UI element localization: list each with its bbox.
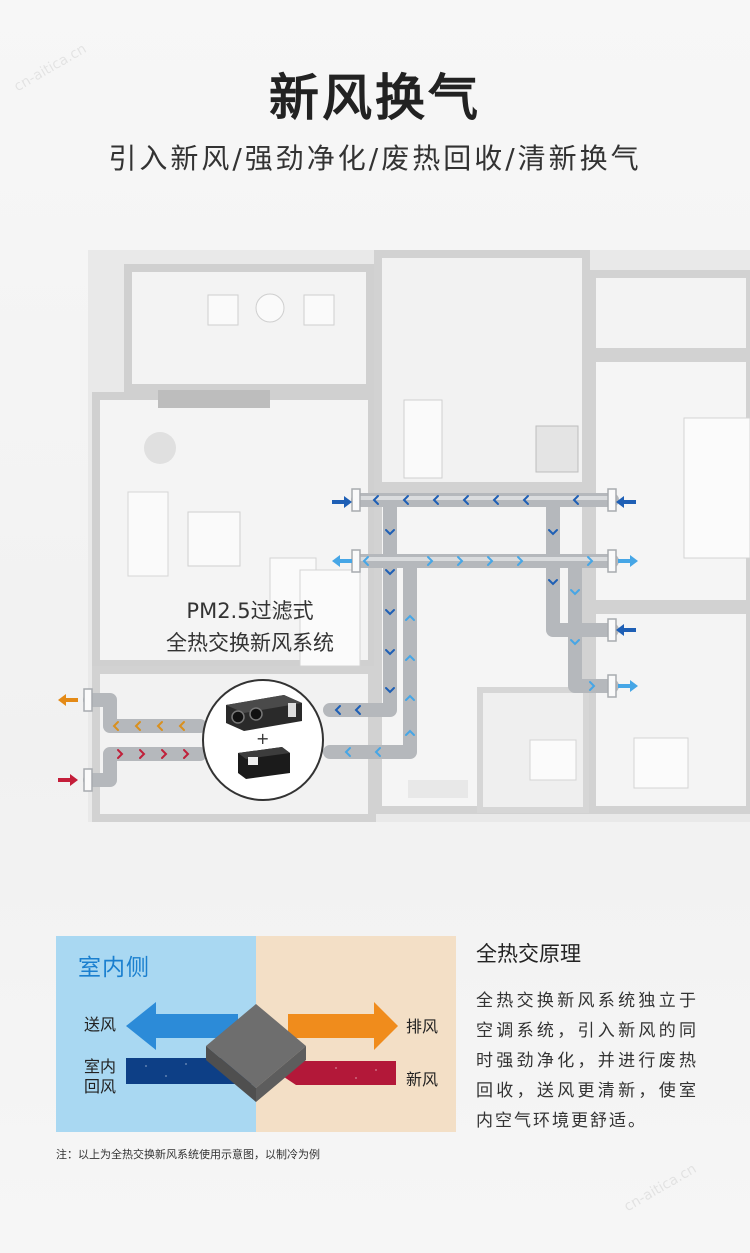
ventilator-unit-image xyxy=(226,695,302,779)
page-title: 新风换气 xyxy=(269,69,481,127)
principle-description: 全热交换新风系统独立于空调系统，引入新风的同时强劲净化，并进行废热回收，送风更清… xyxy=(476,991,698,1131)
principle-title: 全热交原理 xyxy=(476,942,581,966)
send-air-label: 送风 xyxy=(84,1015,117,1034)
plus-sign: + xyxy=(256,729,270,748)
unit-callout xyxy=(202,679,324,801)
return-air-line1: 室内 xyxy=(84,1057,117,1076)
return-air-line2: 回风 xyxy=(84,1077,117,1096)
floor-plan-svg xyxy=(58,250,750,822)
watermark: cn-aitica.cn xyxy=(621,1160,700,1216)
floor-plan-illustration xyxy=(0,240,750,840)
footnote: 注：以上为全热交换新风系统使用示意图，以制冷为例 xyxy=(56,1148,320,1161)
return-air-label: 室内 回风 xyxy=(84,1057,116,1097)
system-label: 全热交换新风系统 xyxy=(166,631,334,655)
page-subtitle: 引入新风/强劲净化/废热回收/清新换气 xyxy=(108,142,642,175)
heat-exchange-svg xyxy=(126,1002,398,1102)
indoor-side-label: 室内侧 xyxy=(78,955,150,981)
fresh-air-label: 新风 xyxy=(406,1070,439,1089)
system-label: PM2.5过滤式 xyxy=(186,599,314,623)
exhaust-air-label: 排风 xyxy=(406,1017,439,1036)
heat-exchange-diagram: 室内侧 送风 室内 回风 排风 新风 xyxy=(56,936,456,1132)
